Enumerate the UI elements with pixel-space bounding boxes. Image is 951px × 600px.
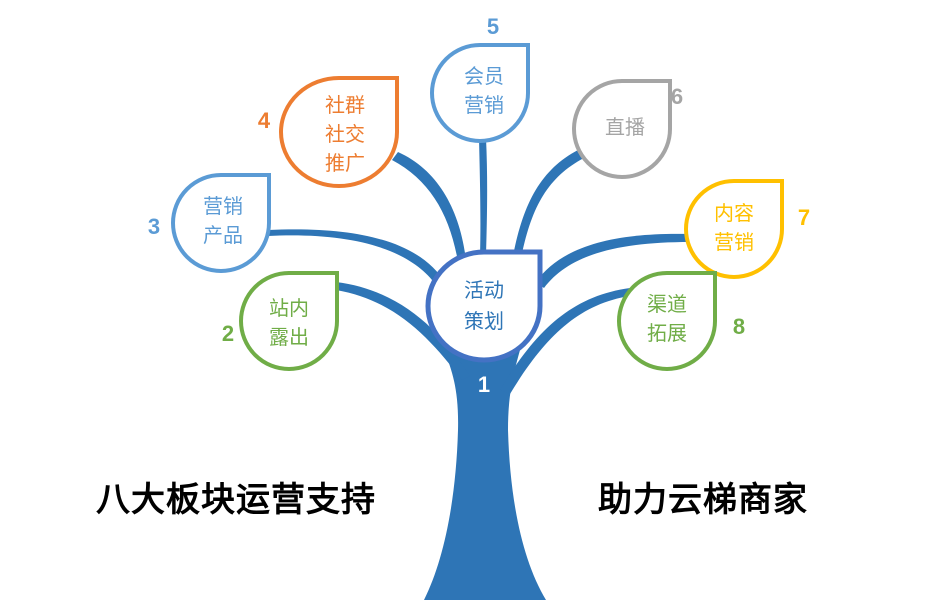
leaf-6-number: 6: [671, 84, 683, 109]
leaf-8: 渠道 拓展 8: [617, 271, 745, 371]
leaf-2-line-2: 露出: [269, 325, 309, 349]
branch-to-leaf-6: [512, 150, 584, 264]
leaf-8-line-1: 渠道: [647, 292, 687, 316]
leaf-3-line-1: 营销: [203, 194, 243, 218]
leaf-2-number: 2: [222, 321, 234, 346]
branch-to-leaf-2: [336, 282, 470, 380]
leaf-3: 营销 产品 3: [148, 173, 271, 273]
leaf-7-line-2: 营销: [714, 230, 754, 254]
leaf-3-shape: [171, 173, 271, 273]
leaf-5-line-2: 营销: [464, 93, 504, 117]
leaf-2-line-1: 站内: [269, 296, 309, 320]
leaf-5-line-1: 会员: [464, 64, 504, 88]
leaf-8-number: 8: [733, 314, 745, 339]
branch-to-leaf-4: [392, 152, 466, 262]
leaf-6-line-1: 直播: [605, 115, 645, 139]
branch-to-leaf-8: [500, 288, 630, 394]
center-leaf: 活动 策划 1: [425, 249, 543, 397]
leaf-6-shape: [572, 79, 672, 179]
leaf-4-line-1: 社群: [325, 93, 365, 117]
leaf-4-number: 4: [258, 108, 271, 133]
leaf-2: 站内 露出 2: [222, 271, 339, 371]
leaf-2-shape: [239, 271, 339, 371]
leaf-5-shape: [430, 43, 530, 143]
leaf-7-line-1: 内容: [714, 201, 754, 225]
branch-to-leaf-3: [268, 229, 446, 288]
leaf-6: 直播 6: [572, 79, 683, 179]
leaf-3-number: 3: [148, 214, 160, 239]
leaf-5-number: 5: [487, 14, 499, 39]
tree-trunk: [424, 350, 546, 600]
leaf-7-number: 7: [798, 205, 810, 230]
branch-to-leaf-5: [479, 138, 488, 256]
branch-to-leaf-7: [536, 233, 690, 288]
leaf-5: 会员 营销 5: [430, 14, 530, 143]
center-leaf-line-1: 活动: [464, 278, 504, 302]
slogan-left: 八大板块运营支持: [96, 480, 376, 520]
leaf-7: 内容 营销 7: [684, 179, 810, 279]
leaf-4: 社群 社交 推广 4: [258, 76, 399, 188]
center-number: 1: [478, 372, 490, 397]
leaf-4-line-2: 社交: [325, 122, 365, 146]
leaf-3-line-2: 产品: [203, 223, 243, 247]
slogan-right: 助力云梯商家: [598, 480, 808, 520]
leaf-7-shape: [684, 179, 784, 279]
center-leaf-shape: [425, 249, 543, 363]
center-leaf-line-2: 策划: [464, 309, 504, 333]
leaf-8-shape: [617, 271, 717, 371]
leaf-4-line-3: 推广: [325, 151, 365, 175]
leaf-8-line-2: 拓展: [647, 321, 687, 345]
leaf-4-shape: [279, 76, 399, 188]
